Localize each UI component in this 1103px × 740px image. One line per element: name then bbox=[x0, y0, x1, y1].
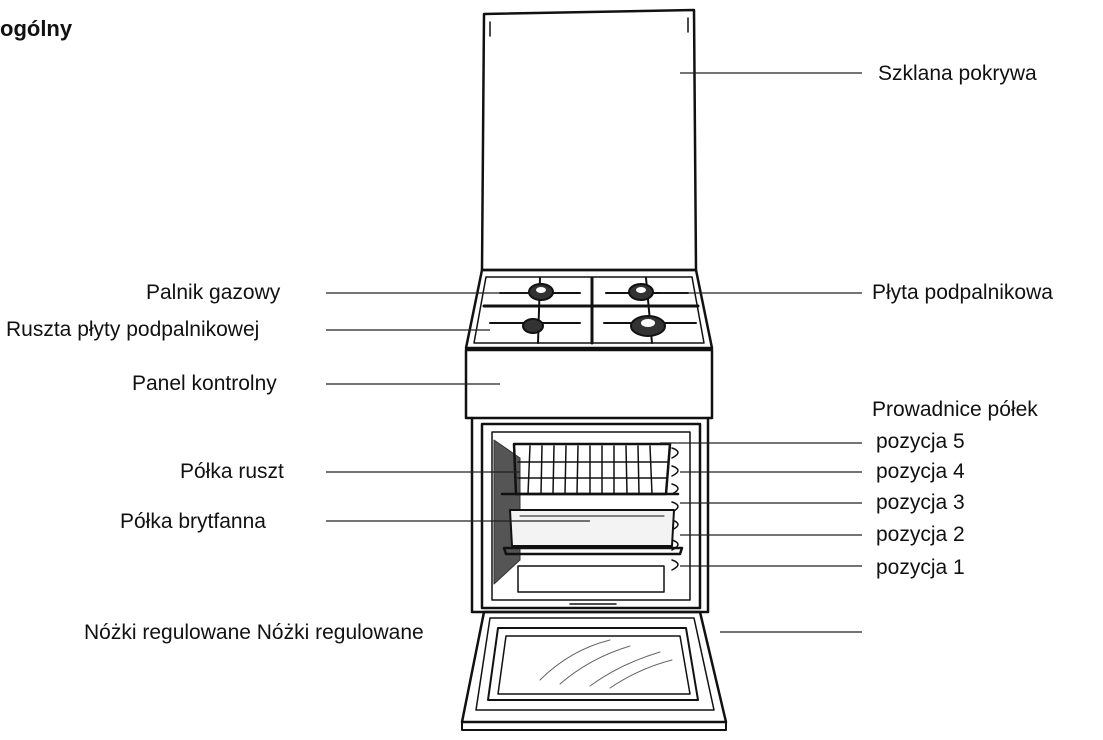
label-gas-burner: Palnik gazowy bbox=[146, 281, 281, 304]
label-control-panel: Panel kontrolny bbox=[132, 372, 277, 395]
control-panel bbox=[464, 348, 714, 420]
label-position-1: pozycja 1 bbox=[876, 556, 965, 579]
label-adjustable-feet: Nóżki regulowane Nóżki regulowane bbox=[84, 621, 424, 644]
label-baking-tray: Półka brytfanna bbox=[120, 510, 266, 533]
oven-door bbox=[460, 610, 728, 731]
label-hob-grates: Ruszta płyty podpalnikowej bbox=[6, 318, 260, 341]
label-position-3: pozycja 3 bbox=[876, 491, 965, 514]
label-position-4: pozycja 4 bbox=[876, 460, 965, 483]
glass-lid bbox=[480, 8, 698, 272]
label-glass-lid: Szklana pokrywa bbox=[878, 62, 1037, 85]
baking-tray bbox=[502, 509, 684, 556]
burners bbox=[522, 283, 666, 337]
label-burner-plate: Płyta podpalnikowa bbox=[872, 281, 1053, 304]
wire-shelf bbox=[500, 442, 680, 496]
label-wire-shelf: Półka ruszt bbox=[180, 460, 284, 483]
label-position-2: pozycja 2 bbox=[876, 523, 965, 546]
label-position-5: pozycja 5 bbox=[876, 430, 965, 453]
page-title: ogólny bbox=[0, 16, 73, 41]
hob bbox=[464, 268, 714, 350]
leader-lines bbox=[326, 72, 862, 633]
label-shelf-guides: Prowadnice półek bbox=[872, 398, 1038, 421]
